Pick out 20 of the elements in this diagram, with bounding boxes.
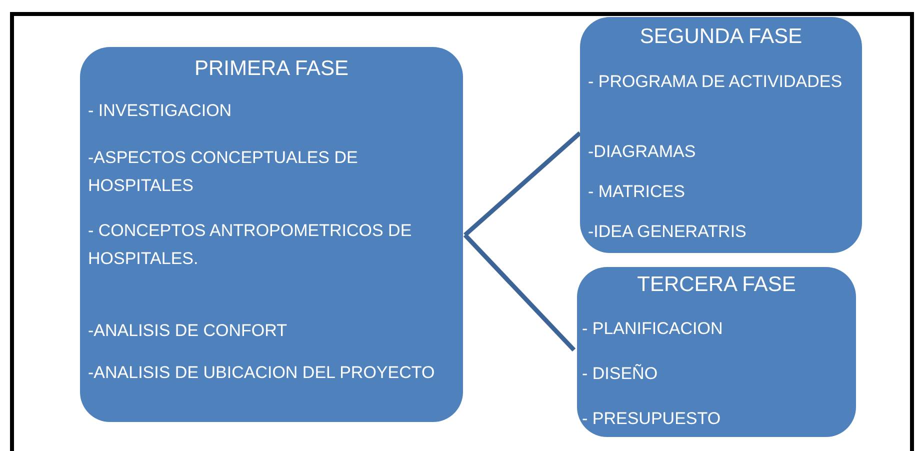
phase-item: -DIAGRAMAS — [588, 141, 697, 163]
phase-box — [577, 267, 856, 437]
connector-line — [463, 233, 576, 352]
phase-title: TERCERA FASE — [636, 272, 797, 298]
phase-item: - PLANIFICACION — [582, 318, 724, 340]
phase-title: SEGUNDA FASE — [638, 24, 804, 50]
connector-line — [464, 131, 582, 237]
phase-item: - CONCEPTOS ANTROPOMETRICOS DE HOSPITALES. — [88, 220, 413, 270]
phase-item: -ASPECTOS CONCEPTUALES DE HOSPITALES — [88, 147, 359, 197]
phase-box — [80, 47, 463, 422]
phase-item: - MATRICES — [588, 181, 686, 203]
phase-item: -ANALISIS DE UBICACION DEL PROYECTO — [88, 362, 436, 384]
phase-item: -ANALISIS DE CONFORT — [88, 320, 288, 342]
phase-item: - PROGRAMA DE ACTIVIDADES — [588, 71, 844, 93]
phase-box — [580, 17, 862, 253]
phase-item: - INVESTIGACION — [88, 100, 233, 122]
phase-item: -IDEA GENERATRIS — [588, 221, 748, 243]
phase-item: - DISEÑO — [582, 363, 659, 385]
phase-title: PRIMERA FASE — [193, 56, 350, 82]
phase-item: - PRESUPUESTO — [582, 408, 722, 430]
